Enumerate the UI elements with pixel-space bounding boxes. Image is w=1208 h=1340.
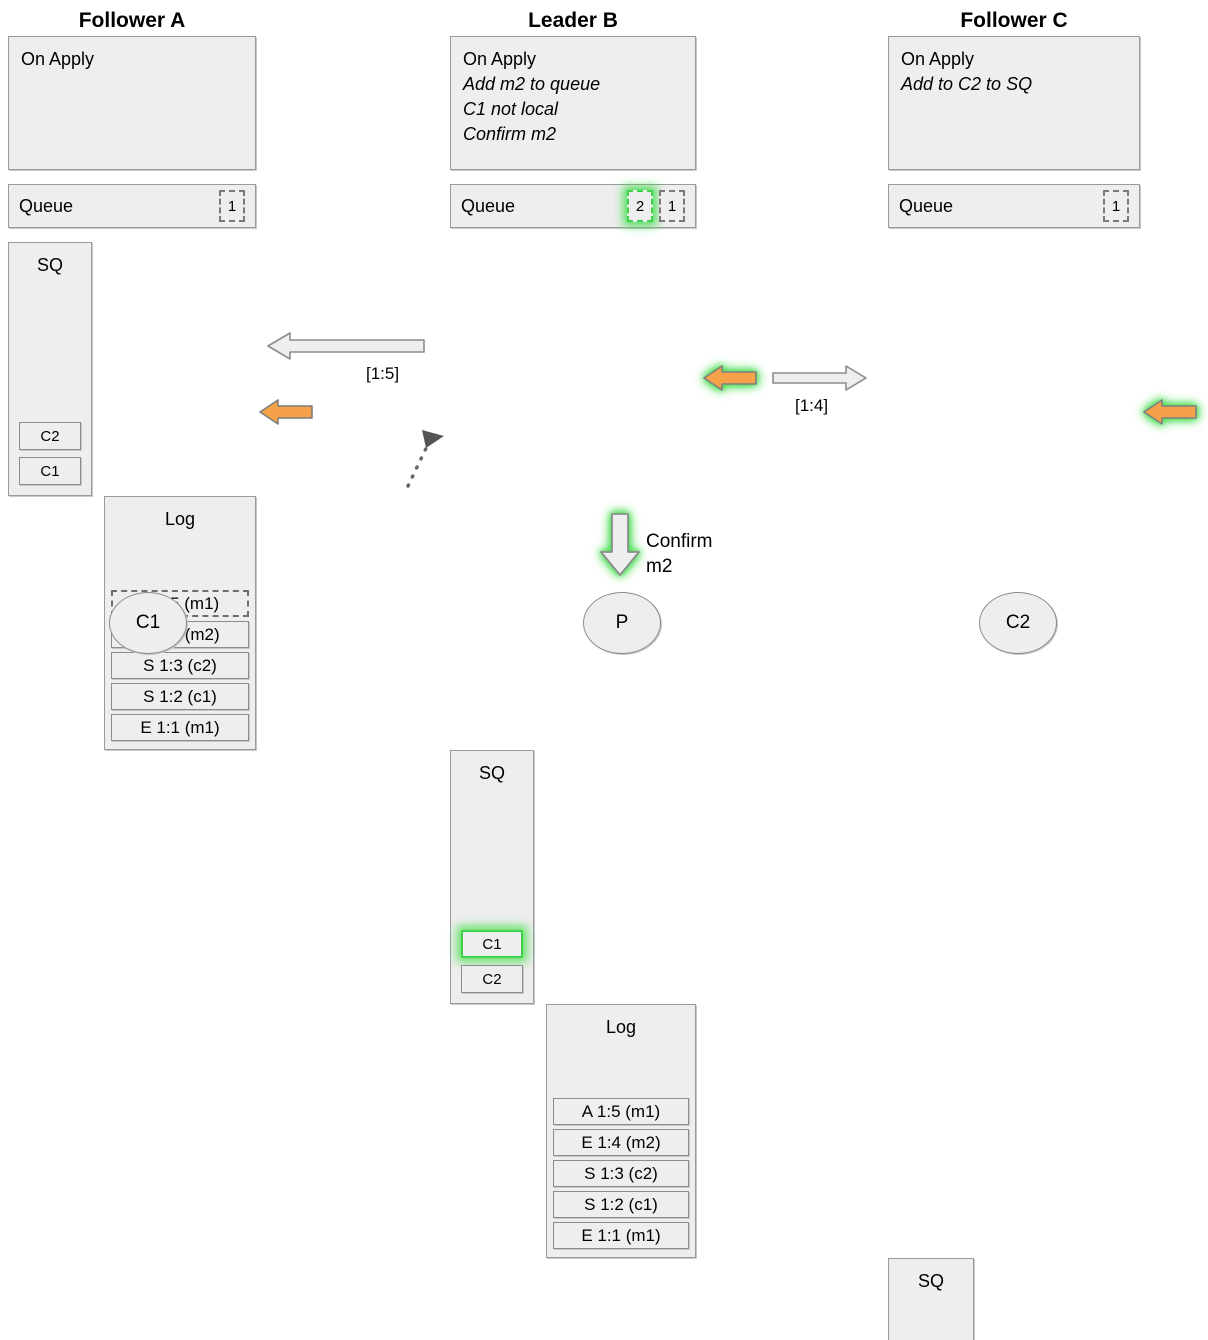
queue-box-a: Queue 1 [8, 184, 256, 228]
queue-slots-a: 1 [219, 190, 245, 222]
on-apply-box-b: On Apply Add m2 to queue C1 not local Co… [450, 36, 696, 170]
queue-slots-b: 2 1 [627, 190, 685, 222]
sq-insert-pointer-icon [406, 430, 444, 488]
client-circle-b: P [583, 592, 661, 654]
queue-slot: 1 [219, 190, 245, 222]
confirm-label-line1: Confirm [646, 531, 713, 552]
on-apply-line: Add m2 to queue [463, 74, 601, 94]
sq-item: C1 [19, 457, 81, 485]
on-apply-box-c: On Apply Add to C2 to SQ [888, 36, 1140, 170]
log-entry: S 1:3 (c2) [111, 652, 249, 679]
sq-column-b: SQ C2 C1 [450, 750, 534, 1004]
sq-stack-a: C1 C2 [19, 422, 81, 485]
on-apply-line: C1 not local [463, 99, 559, 119]
replication-arrow-b-to-c [772, 365, 867, 391]
message-label-bc: [1:4] [795, 396, 829, 415]
sq-title-c: SQ [917, 1271, 944, 1291]
on-apply-line: Confirm m2 [463, 124, 557, 144]
apply-pointer-arrow-b [703, 365, 757, 391]
sq-title-b: SQ [478, 763, 505, 783]
queue-slot: 1 [1103, 190, 1129, 222]
on-apply-header-b: On Apply [463, 49, 537, 69]
sq-item: C1 [461, 930, 523, 958]
confirm-label: Confirm m2 [646, 529, 713, 579]
sq-title-a: SQ [36, 255, 63, 275]
on-apply-line: Add to C2 to SQ [901, 74, 1033, 94]
queue-label-a: Queue [19, 195, 74, 216]
client-circle-a: C1 [109, 592, 187, 654]
queue-label-c: Queue [899, 195, 954, 216]
log-entry: S 1:2 (c1) [553, 1191, 689, 1218]
confirm-label-line2: m2 [646, 556, 673, 577]
client-circle-c: C2 [979, 592, 1057, 654]
on-apply-box-a: On Apply [8, 36, 256, 170]
queue-slots-c: 1 [1103, 190, 1129, 222]
on-apply-header-a: On Apply [21, 49, 95, 69]
replication-arrow-b-to-a [267, 332, 425, 360]
apply-pointer-arrow-a [259, 399, 313, 425]
sq-item: C2 [461, 965, 523, 993]
log-title-a: Log [164, 509, 196, 529]
sq-stack-b: C2 C1 [461, 930, 523, 993]
log-entry: E 1:4 (m2) [553, 1129, 689, 1156]
log-entry: S 1:2 (c1) [111, 683, 249, 710]
queue-box-b: Queue 2 1 [450, 184, 696, 228]
queue-label-b: Queue [461, 195, 516, 216]
log-entry: S 1:3 (c2) [553, 1160, 689, 1187]
log-entry: A 1:5 (m1) [553, 1098, 689, 1125]
sq-column-c: SQ C1 C2 [888, 1258, 974, 1340]
sq-item: C2 [19, 422, 81, 450]
confirm-arrow-down [600, 513, 640, 576]
log-entry: E 1:1 (m1) [111, 714, 249, 741]
queue-box-c: Queue 1 [888, 184, 1140, 228]
log-title-b: Log [605, 1017, 637, 1037]
apply-pointer-arrow-c [1143, 399, 1197, 425]
log-entry: E 1:1 (m1) [553, 1222, 689, 1249]
log-column-b: Log E 1:1 (m1) S 1:2 (c1) S 1:3 (c2) E 1… [546, 1004, 696, 1258]
on-apply-header-c: On Apply [901, 49, 975, 69]
queue-slot: 2 [627, 190, 653, 222]
queue-slot: 1 [659, 190, 685, 222]
sq-column-a: SQ C1 C2 [8, 242, 92, 496]
log-stack-b: E 1:1 (m1) S 1:2 (c1) S 1:3 (c2) E 1:4 (… [553, 1098, 689, 1249]
node-title-b: Leader B [528, 9, 618, 32]
node-title-c: Follower C [960, 9, 1068, 32]
node-title-a: Follower A [78, 9, 186, 32]
message-label-ab: [1:5] [366, 364, 400, 383]
